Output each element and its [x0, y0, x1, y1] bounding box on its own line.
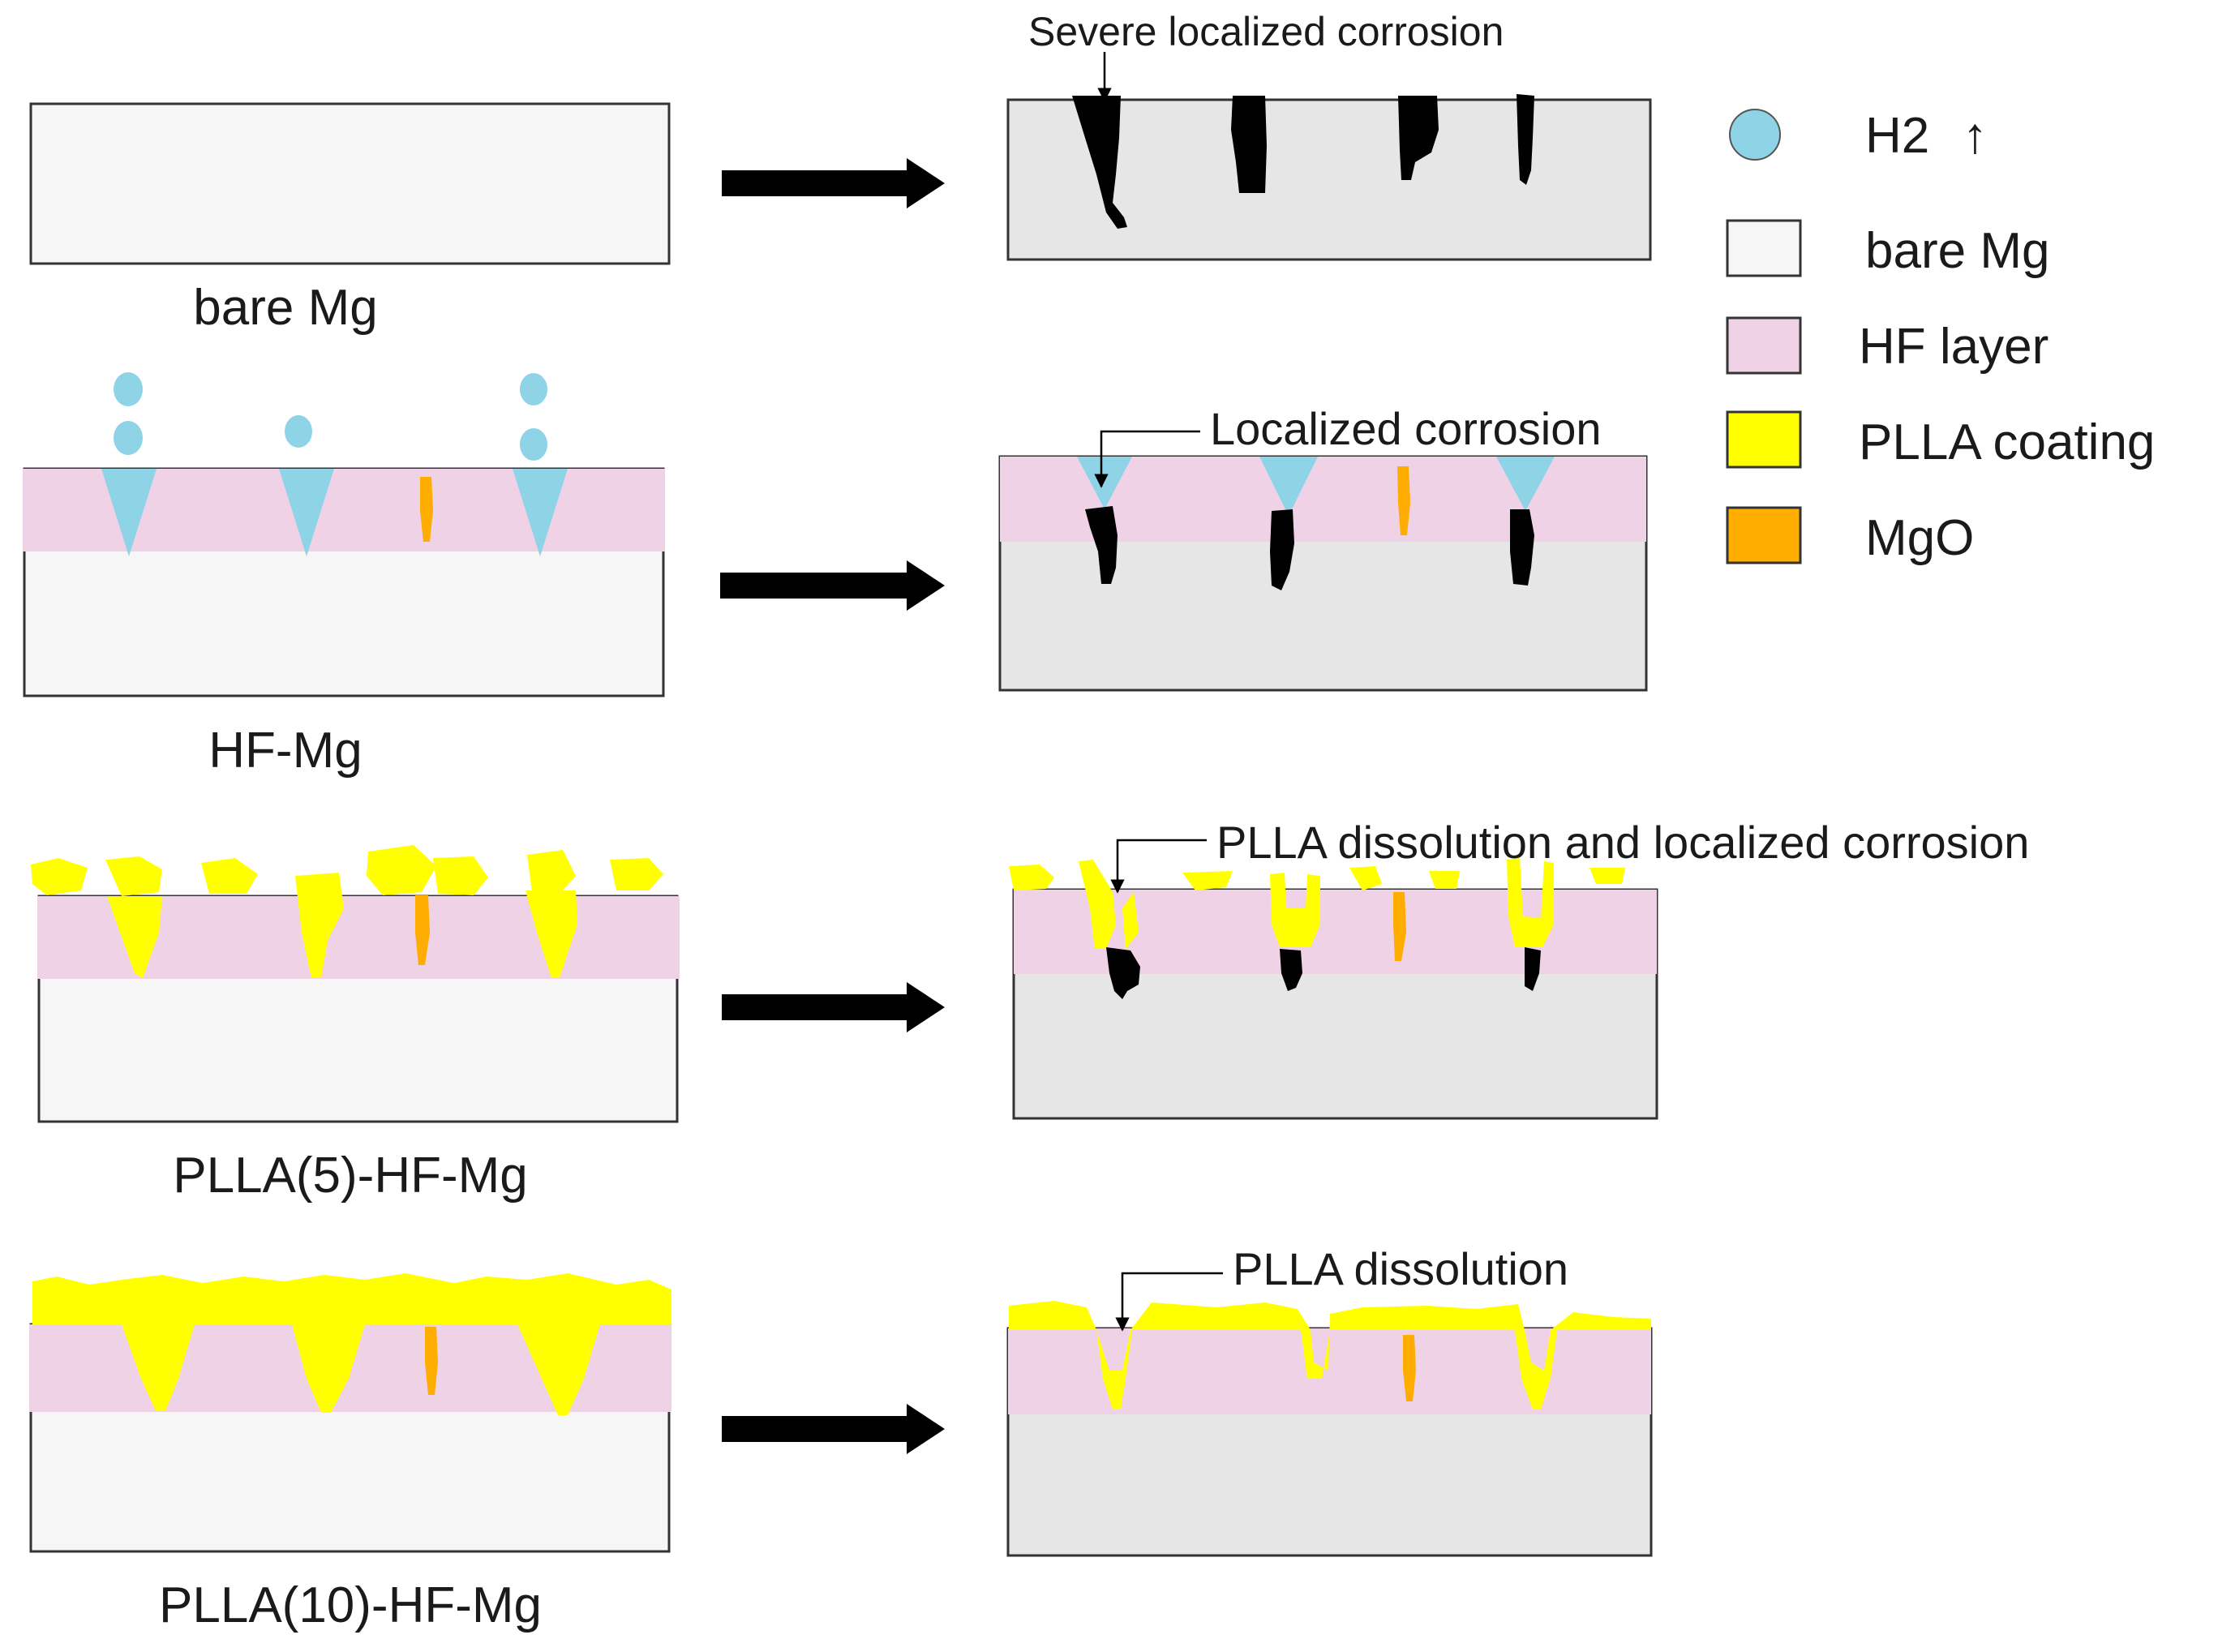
legend-item-bare-mg: bare Mg	[1726, 219, 2049, 279]
plla-swatch	[1726, 410, 1802, 469]
annotation-pointer-plla10	[1115, 1272, 1223, 1332]
h2-bubble	[285, 415, 312, 448]
legend-item-plla: PLLA coating	[1726, 410, 2155, 470]
legend-item-mgo: MgO	[1726, 506, 1974, 566]
legend-label-h2: H2	[1865, 108, 1929, 164]
corrosion-pits-plla5	[1106, 947, 1541, 999]
h2-bubble	[114, 421, 143, 455]
row-plla5-hf-mg: PLLA(5)-HF-Mg PLLA dissolution and local…	[31, 817, 2029, 1204]
legend-label-bare-mg: bare Mg	[1865, 223, 2049, 279]
annotation-localized-corrosion: Localized corrosion	[1210, 403, 1601, 454]
annotation-pointer-localized	[1094, 430, 1200, 488]
hf-layer-swatch	[1726, 316, 1802, 375]
h2-bubble	[114, 372, 143, 406]
legend: H2 ↑ bare Mg HF layer PLLA coating MgO	[1726, 108, 2155, 566]
process-arrow-2	[720, 560, 945, 611]
mgo-particle-plla5-corroded	[1393, 892, 1406, 961]
annotation-pointer-plla5	[1110, 839, 1207, 894]
process-arrow-3	[722, 982, 945, 1032]
process-arrow-4	[722, 1404, 945, 1454]
h2-bubble	[520, 428, 547, 461]
annotation-plla-dissolution-corrosion: PLLA dissolution and localized corrosion	[1216, 817, 2029, 868]
sample-label-hf-mg: HF-Mg	[208, 723, 362, 779]
mgo-particle-corroded	[1397, 466, 1410, 535]
plla-remnants	[1009, 858, 1625, 949]
sample-label-plla5: PLLA(5)-HF-Mg	[173, 1148, 528, 1204]
annotation-plla-dissolution: PLLA dissolution	[1233, 1243, 1568, 1294]
mgo-swatch	[1726, 506, 1802, 564]
mgo-particle-plla5	[415, 895, 430, 965]
legend-label-plla: PLLA coating	[1859, 414, 2155, 470]
mgo-particle-plla10	[425, 1327, 438, 1395]
bare-mg-substrate	[29, 102, 671, 265]
h2-bubble	[520, 373, 547, 405]
sample-label-bare-mg: bare Mg	[193, 280, 377, 336]
row-hf-mg: HF-Mg Localized corrosion	[23, 372, 1648, 779]
h2-bubble-icon	[1729, 109, 1781, 161]
plla-coating-continuous	[32, 1273, 671, 1415]
legend-label-mgo: MgO	[1865, 510, 1974, 566]
mgo-particle-plla10-corroded	[1403, 1335, 1416, 1401]
bare-mg-swatch	[1726, 219, 1802, 277]
plla-coating-partial	[1009, 1301, 1651, 1410]
plla-fill	[31, 845, 663, 978]
legend-item-h2: H2 ↑	[1729, 108, 1988, 164]
process-arrow-1	[722, 158, 945, 208]
h2-bubbles	[114, 372, 547, 461]
corrosion-pits-hf	[1085, 506, 1534, 590]
up-arrow-icon: ↑	[1963, 108, 1988, 164]
legend-label-hf-layer: HF layer	[1859, 319, 2049, 375]
mgo-particle	[420, 477, 433, 542]
corrosion-pits	[1072, 94, 1534, 229]
sample-label-plla10: PLLA(10)-HF-Mg	[159, 1577, 542, 1633]
h2-defects	[101, 469, 568, 556]
legend-item-hf-layer: HF layer	[1726, 316, 2049, 375]
row-plla10-hf-mg: PLLA(10)-HF-Mg PLLA dissolution	[29, 1243, 1653, 1633]
annotation-severe-corrosion: Severe localized corrosion	[1028, 9, 1504, 54]
row-bare-mg: bare Mg Severe localized corrosion	[29, 9, 1652, 336]
